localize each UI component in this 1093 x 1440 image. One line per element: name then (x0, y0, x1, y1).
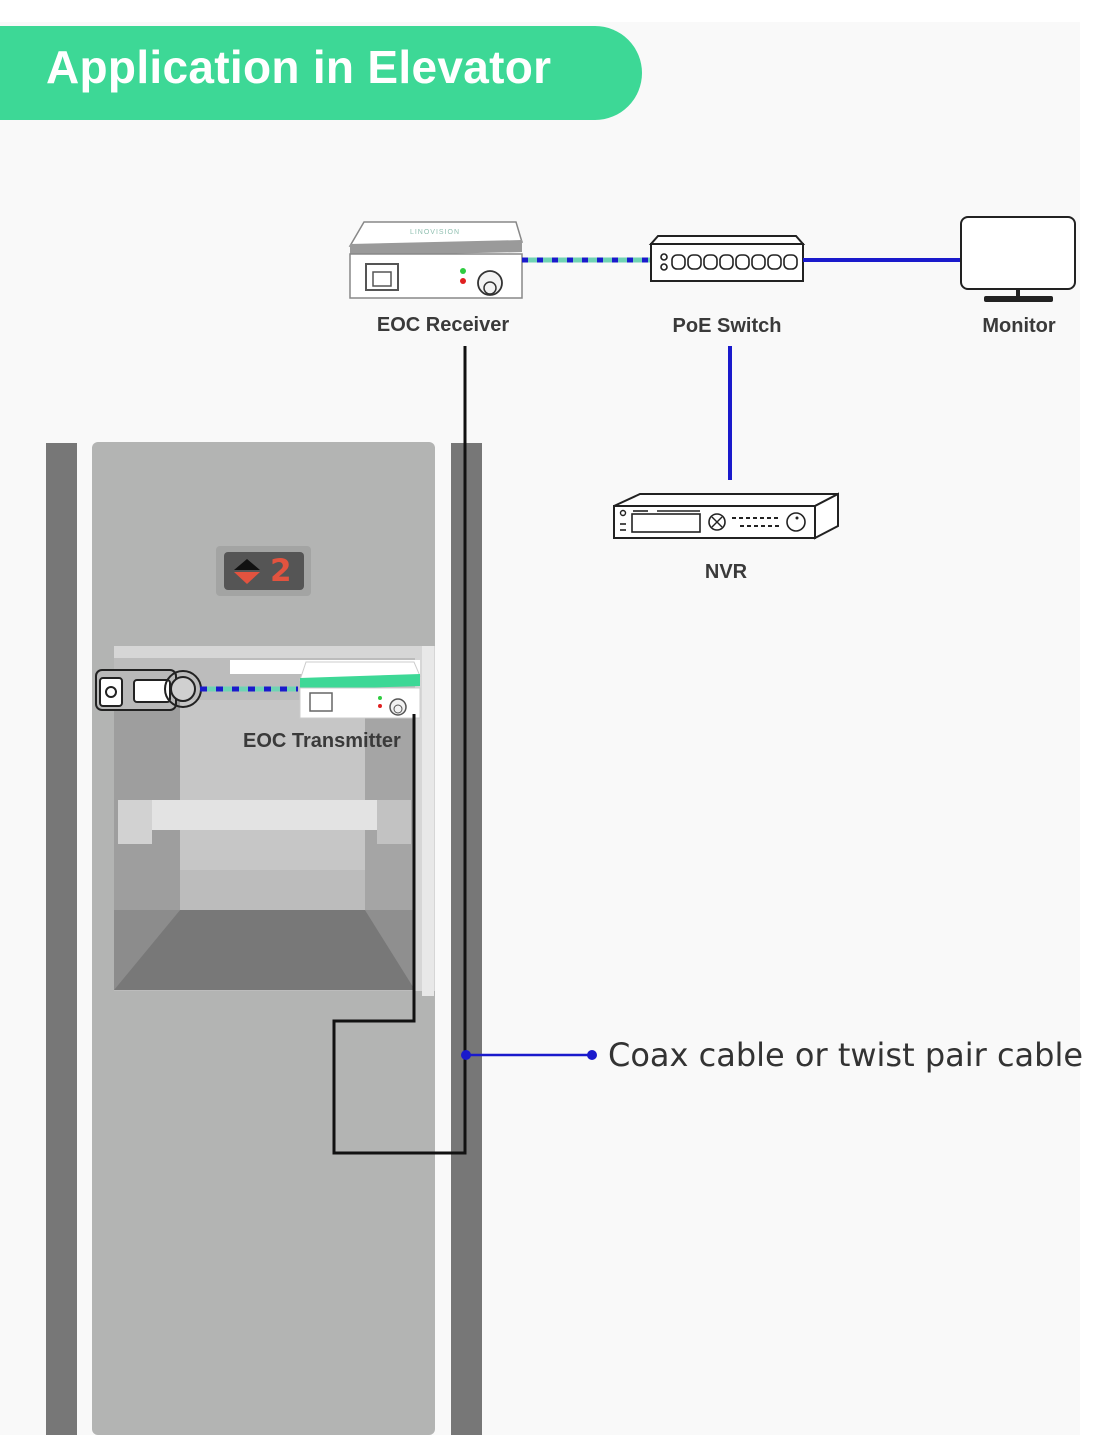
monitor-icon (960, 216, 1076, 302)
arrow-up-icon (234, 559, 260, 570)
bnc-connector-icon (477, 270, 503, 296)
callout-dot-start (461, 1050, 471, 1060)
switch-port (687, 254, 702, 270)
camera-icon (95, 669, 202, 711)
switch-port (671, 254, 686, 270)
eoc-transmitter-device (299, 661, 421, 719)
eoc-receiver-device: LINOVISION (348, 221, 524, 299)
switch-port (735, 254, 750, 270)
nvr-icon (613, 492, 839, 540)
switch-port (783, 254, 798, 270)
receiver-brand: LINOVISION (410, 229, 460, 236)
coax-cable (332, 346, 467, 1155)
title-banner (0, 26, 642, 120)
switch-port (751, 254, 766, 270)
nvr-label: NVR (704, 561, 748, 583)
page-title: Application in Elevator (46, 41, 552, 93)
switch-port (719, 254, 734, 270)
arrow-down-icon (234, 572, 260, 584)
cable-callout-label: Coax cable or twist pair cable (608, 1036, 1084, 1074)
floor-number: 2 (270, 553, 292, 589)
floor-indicator (216, 546, 311, 596)
callout-dot-end (587, 1050, 597, 1060)
poe-switch-label: PoE Switch (672, 315, 782, 337)
poe-switch-icon (648, 235, 806, 282)
switch-port (703, 254, 718, 270)
eoc-receiver-label: EOC Receiver (376, 314, 510, 336)
switch-port (767, 254, 782, 270)
poe-led (460, 278, 466, 284)
link-led (460, 268, 466, 274)
shaft-wall-left (46, 443, 77, 1435)
monitor-label: Monitor (982, 315, 1056, 337)
eoc-transmitter-label: EOC Transmitter (243, 730, 401, 752)
